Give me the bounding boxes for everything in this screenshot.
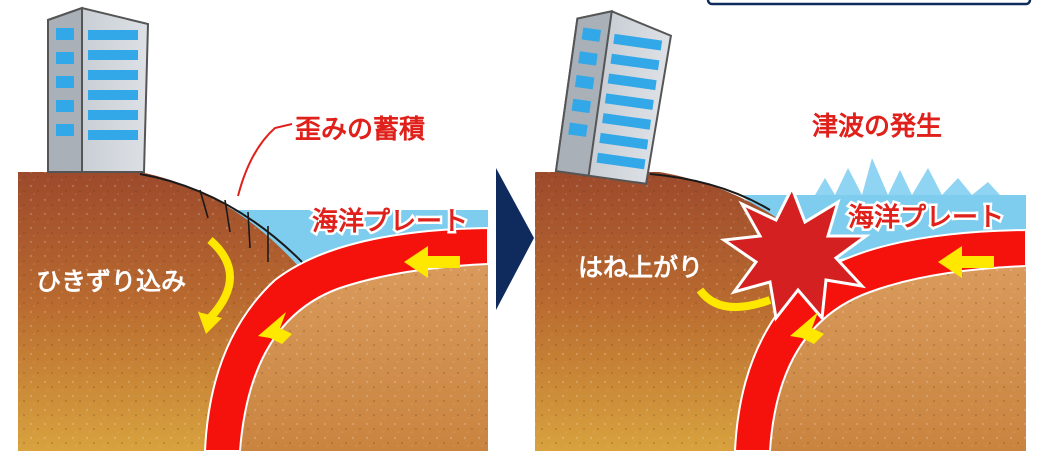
tsunami-waves: [815, 158, 1000, 195]
rebound-curve: [649, 173, 771, 211]
strain-hatch: [199, 189, 269, 262]
sea-water: [195, 210, 488, 270]
rupture-burst-icon: [719, 184, 871, 322]
strain-label: 歪みの蓄積: [295, 115, 425, 145]
tilted-building-icon: [554, 10, 673, 185]
plate-arrow-top-right: [938, 246, 994, 278]
plate-arrow-top: [404, 246, 460, 278]
oceanic-plate-label: 海洋プレート: [312, 206, 468, 237]
left-panel: 歪みの蓄積 海洋プレート ひきずり込み: [18, 6, 489, 451]
plate-arrow-bottom-right: [790, 312, 824, 344]
building-icon: [47, 6, 150, 173]
tsunami-label: 津波の発生: [812, 112, 942, 142]
oceanic-plate-label-right: 海洋プレート: [848, 202, 1004, 233]
oceanic-plate: [203, 226, 489, 451]
plate-arrow-bottom: [258, 312, 292, 344]
drag-arrow: [207, 236, 234, 321]
right-panel: 津波の発生 海洋プレート はね上がり: [535, 10, 1027, 451]
strain-leader: [237, 123, 293, 197]
rebound-arrow: [696, 287, 772, 312]
next-step-arrow-icon: [496, 168, 534, 310]
rebound-label: はね上がり: [578, 253, 703, 282]
drag-label: ひきずり込み: [36, 267, 186, 296]
top-frame-box: [706, 0, 1032, 6]
